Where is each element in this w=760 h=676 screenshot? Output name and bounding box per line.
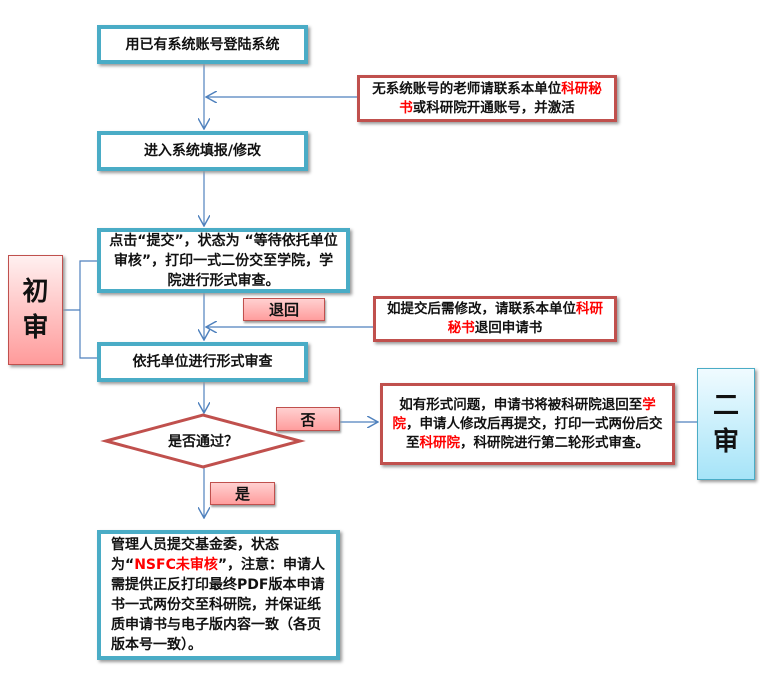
decision-text: 是否通过？ bbox=[168, 434, 238, 450]
note-no-account: 无系统账号的老师请联系本单位科研秘书或科研院开通账号，并激活 bbox=[357, 75, 617, 122]
step-text: 用已有系统账号登陆系统 bbox=[125, 36, 280, 53]
note-text: 如有形式问题，申请书将被科研院退回至学院，申请人修改后再提交，打印一式两份后交至… bbox=[392, 396, 663, 451]
step-submit: 点击“提交”，状态为 “等待依托单位审核”，打印一式二份交至学院，学院进行形式审… bbox=[97, 228, 350, 293]
note-modify: 如提交后需修改，请联系本单位科研秘书退回申请书 bbox=[373, 296, 617, 342]
step-text: 管理人员提交基金委，状态为“NSFC未审核”，注意：申请人需提供正反打印最终PD… bbox=[111, 537, 326, 653]
step-unit-review: 依托单位进行形式审查 bbox=[97, 342, 308, 382]
step-enter: 进入系统填报/修改 bbox=[97, 131, 308, 171]
stage-first-review: 初审 bbox=[8, 255, 63, 365]
stage-second-review: 二审 bbox=[697, 368, 755, 480]
no-label: 否 bbox=[276, 407, 340, 431]
note-text: 无系统账号的老师请联系本单位科研秘书或科研院开通账号，并激活 bbox=[372, 80, 602, 116]
step-text: 进入系统填报/修改 bbox=[143, 143, 262, 159]
note-issue: 如有形式问题，申请书将被科研院退回至学院，申请人修改后再提交，打印一式两份后交至… bbox=[380, 383, 675, 465]
step-text: 依托单位进行形式审查 bbox=[132, 354, 273, 370]
decision-diamond bbox=[100, 413, 306, 469]
return-label: 退回 bbox=[243, 298, 325, 321]
step-login: 用已有系统账号登陆系统 bbox=[97, 25, 308, 64]
yes-label: 是 bbox=[210, 482, 275, 505]
note-text: 如提交后需修改，请联系本单位科研秘书退回申请书 bbox=[387, 301, 603, 336]
step-text: 点击“提交”，状态为 “等待依托单位审核”，打印一式二份交至学院，学院进行形式审… bbox=[109, 232, 338, 289]
step-final: 管理人员提交基金委，状态为“NSFC未审核”，注意：申请人需提供正反打印最终PD… bbox=[97, 530, 340, 660]
